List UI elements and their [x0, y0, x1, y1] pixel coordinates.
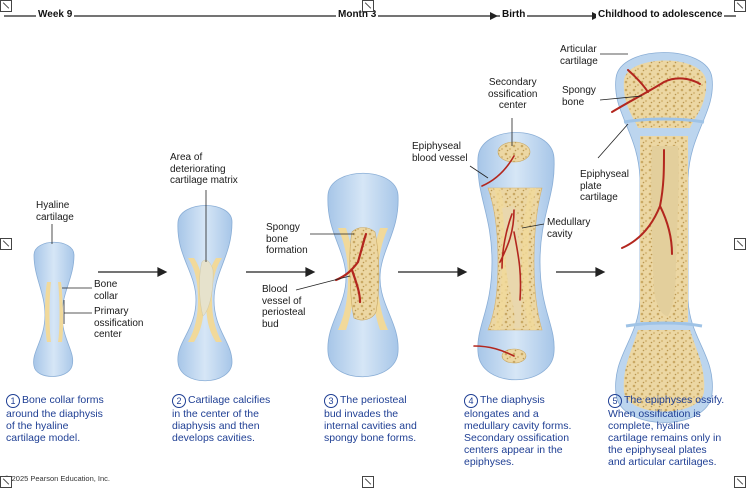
resize-handle-bottom-right[interactable] [734, 476, 746, 488]
step-5-text: The epiphyses ossify. When ossification … [608, 394, 725, 468]
step-1-number: 1 [6, 394, 20, 408]
label-epiphyseal-vessel: Epiphyseal blood vessel [412, 141, 468, 164]
label-epiphyseal-plate: Epiphyseal plate cartilage [580, 169, 629, 203]
resize-handle-middle-left[interactable] [0, 238, 12, 250]
step-2-number: 2 [172, 394, 186, 408]
step-1-text: Bone collar forms around the diaphysis o… [6, 394, 104, 444]
timeline-childhood: Childhood to adolescence [596, 9, 725, 20]
label-hyaline-cartilage: Hyaline cartilage [36, 200, 74, 223]
resize-handle-middle-right[interactable] [734, 238, 746, 250]
resize-handle-top-left[interactable] [0, 0, 12, 12]
step-2-text: Cartilage calcifies in the center of the… [172, 394, 271, 444]
step-3-text: The periosteal bud invades the internal … [324, 394, 417, 444]
bone-stage-2 [177, 205, 233, 382]
step-4-number: 4 [464, 394, 478, 408]
label-articular-cartilage: Articular cartilage [560, 44, 598, 67]
leader-lines [51, 53, 643, 324]
timeline-month-3: Month 3 [336, 9, 379, 20]
label-primary-ossification: Primary ossification center [94, 306, 144, 340]
bone-stage-3 [327, 172, 399, 378]
timeline-birth: Birth [500, 9, 528, 20]
label-blood-vessel-periosteal: Blood vessel of periosteal bud [262, 284, 306, 330]
label-medullary-cavity: Medullary cavity [547, 217, 591, 240]
resize-handle-bottom-center[interactable] [362, 476, 374, 488]
step-5-number: 5 [608, 394, 622, 408]
step-4-text: The diaphysis elongates and a medullary … [464, 394, 572, 468]
process-arrows [98, 267, 606, 277]
label-area-deteriorating: Area of deteriorating cartilage matrix [170, 152, 238, 186]
resize-handle-top-center[interactable] [362, 0, 374, 12]
label-spongy-bone-formation: Spongy bone formation [266, 222, 308, 256]
step-3-number: 3 [324, 394, 338, 408]
label-spongy-bone: Spongy bone [562, 85, 596, 108]
label-secondary-ossification: Secondary ossification center [488, 77, 538, 111]
label-bone-collar: Bone collar [94, 279, 118, 302]
bone-stage-1 [33, 242, 75, 377]
timeline-week-9: Week 9 [36, 9, 75, 20]
resize-handle-bottom-left[interactable] [0, 476, 12, 488]
bone-stage-4 [473, 132, 555, 381]
resize-handle-top-right[interactable] [734, 0, 746, 12]
bone-stage-5 [611, 52, 713, 423]
copyright: © 2025 Pearson Education, Inc. [4, 474, 111, 483]
